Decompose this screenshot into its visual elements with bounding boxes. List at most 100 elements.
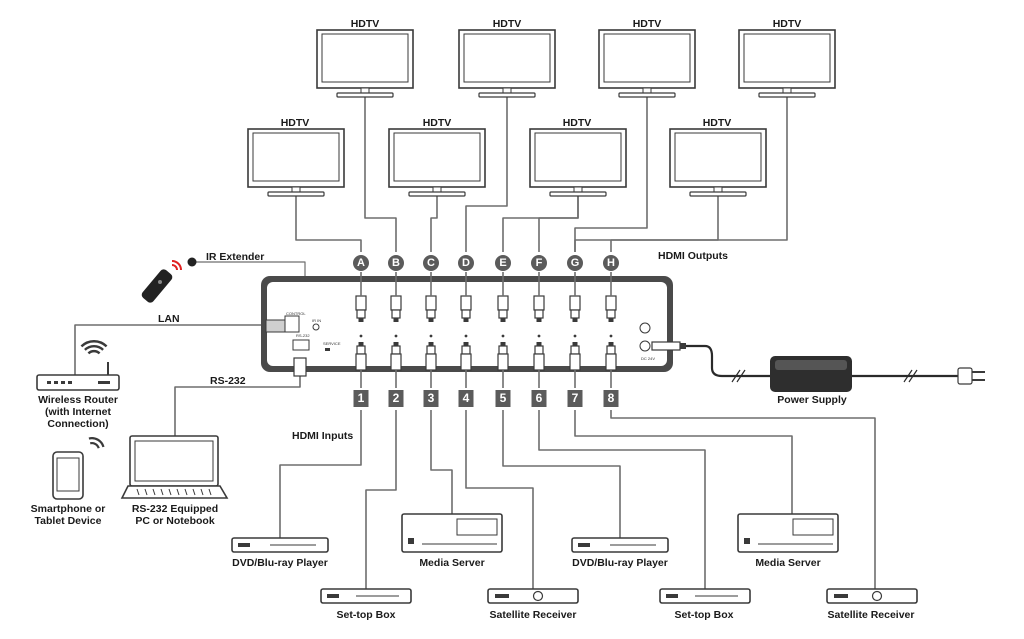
set-top-box-icon [659, 588, 751, 604]
satellite-receiver-icon [826, 588, 918, 604]
hdmi-connector-icon [533, 342, 545, 371]
cable-break [736, 369, 746, 383]
rs232-cable [174, 375, 301, 436]
port-dot [429, 334, 433, 338]
input-port-number-1: 1 [353, 390, 369, 407]
lan-port-icon [265, 315, 300, 333]
ir-extender-label: IR Extender [206, 251, 265, 263]
hdmi-connector-icon [497, 295, 509, 322]
hdmi-connector-icon [605, 295, 617, 322]
hdmi-outputs-label: HDMI Outputs [658, 250, 728, 262]
output-port-badge-d: D [458, 255, 474, 271]
hdtv-icon [316, 29, 414, 98]
hdtv-label: HDTV [280, 117, 310, 129]
input-port-number-2: 2 [388, 390, 404, 407]
hdmi-connector-icon [497, 342, 509, 371]
hdtv-icon [247, 128, 345, 197]
port-dot [464, 334, 468, 338]
hdtv-label: HDTV [422, 117, 452, 129]
hdmi-connector-icon [390, 342, 402, 371]
hdmi-cable-e [502, 192, 579, 252]
port-dot [537, 334, 541, 338]
power-adapter-icon [770, 356, 852, 392]
lan-cable [74, 324, 270, 375]
panel-service-label: SERVICE [323, 341, 341, 346]
output-port-badge-h: H [603, 255, 619, 271]
hdtv-label: HDTV [632, 18, 662, 30]
hdtv-icon [598, 29, 696, 98]
output-port-badge-a: A [353, 255, 369, 271]
hdtv-icon [388, 128, 486, 197]
hdmi-connector-icon [533, 295, 545, 322]
hdtv-icon [458, 29, 556, 98]
hdmi-connector-icon [355, 295, 367, 322]
hdmi-cable-8 [610, 410, 876, 589]
rs232-port-icon [292, 339, 310, 377]
hdtv-icon [529, 128, 627, 197]
power-port-icon [639, 322, 686, 352]
set-top-box-icon [320, 588, 412, 604]
hdmi-cable-4 [465, 410, 534, 589]
panel-control-label: CONTROL [286, 311, 306, 316]
lan-label: LAN [158, 313, 180, 325]
hdmi-inputs-label: HDMI Inputs [292, 430, 354, 442]
hdtv-icon [738, 29, 836, 98]
port-dot [609, 334, 613, 338]
output-port-badge-f: F [531, 255, 547, 271]
hdtv-label: HDTV [492, 18, 522, 30]
hdmi-connector-icon [425, 295, 437, 322]
source-label-7: Media Server [755, 557, 821, 569]
hdmi-cable-1 [279, 410, 362, 538]
laptop-icon [120, 435, 229, 499]
output-port-badge-b: B [388, 255, 404, 271]
hdmi-cable-d [465, 95, 508, 252]
media-server-icon [401, 513, 503, 553]
source-label-6: Set-top Box [674, 609, 734, 621]
source-label-4: Satellite Receiver [489, 609, 577, 621]
ir-in-port-icon [312, 323, 320, 331]
port-dot [573, 334, 577, 338]
hdtv-label: HDTV [562, 117, 592, 129]
power-supply-label: Power Supply [777, 394, 847, 406]
port-dot [501, 334, 505, 338]
service-port-icon [325, 348, 330, 351]
panel-dc-label: DC 24V [641, 356, 656, 361]
hdtv-icon [669, 128, 767, 197]
input-port-number-4: 4 [458, 390, 474, 407]
hdmi-cable-a [295, 192, 362, 252]
source-label-1: DVD/Blu-ray Player [232, 557, 328, 569]
cable-break [731, 369, 741, 383]
source-label-8: Satellite Receiver [827, 609, 915, 621]
hdtv-label: HDTV [772, 18, 802, 30]
hdmi-cable-h2 [574, 95, 788, 252]
remote-icon [141, 269, 173, 303]
power-cable [686, 344, 770, 378]
hdmi-cable-6 [538, 410, 706, 589]
hdmi-cable-3 [430, 410, 453, 514]
dvd-player-icon [231, 537, 329, 553]
ir-signal-icon [171, 260, 182, 271]
phone-label: Smartphone or Tablet Device [30, 503, 106, 527]
hdmi-connector-icon [425, 342, 437, 371]
ir-eye-icon [187, 257, 197, 267]
rs232-label: RS-232 [210, 375, 246, 387]
hdmi-connector-icon [569, 342, 581, 371]
hdmi-connector-icon [355, 342, 367, 371]
input-port-number-7: 7 [567, 390, 583, 407]
hdmi-cable-c [430, 192, 438, 252]
media-server-icon [737, 513, 839, 553]
source-label-5: DVD/Blu-ray Player [572, 557, 668, 569]
source-label-2: Set-top Box [336, 609, 396, 621]
input-port-number-3: 3 [423, 390, 439, 407]
input-port-number-5: 5 [495, 390, 511, 407]
cable-break [903, 369, 913, 383]
cable-break [908, 369, 918, 383]
hdmi-connector-icon [460, 342, 472, 371]
phone-icon [52, 451, 84, 500]
input-port-number-6: 6 [531, 390, 547, 407]
hdmi-connector-icon [605, 342, 617, 371]
panel-ir-in-label: IR IN [312, 318, 322, 323]
hdmi-connector-icon [460, 295, 472, 322]
pc-label: RS-232 Equipped PC or Notebook [131, 503, 219, 527]
